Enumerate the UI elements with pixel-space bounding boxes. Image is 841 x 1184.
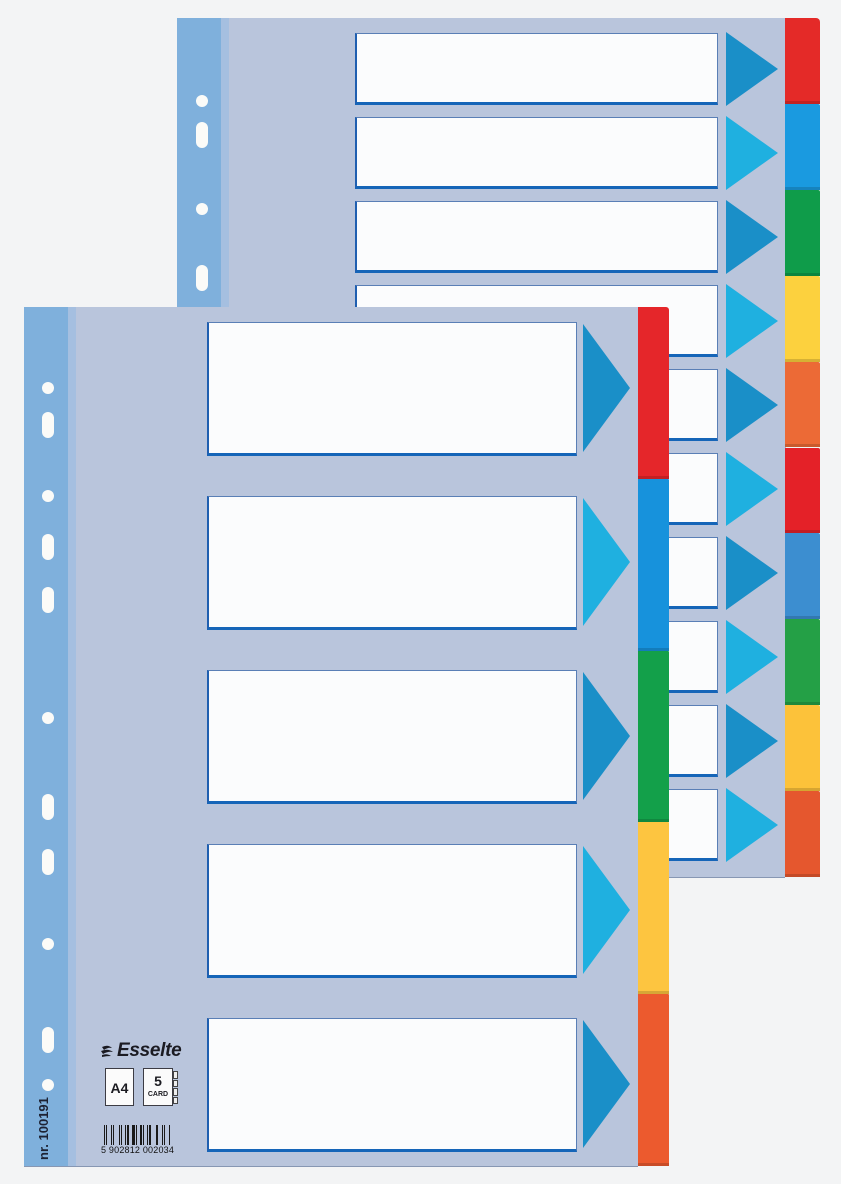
divider-tab-steel-blue[interactable] xyxy=(785,533,820,620)
divider-tab-blue[interactable] xyxy=(785,103,820,190)
punch-hole xyxy=(42,712,54,724)
punch-hole xyxy=(42,490,54,502)
arrow-icon xyxy=(726,536,778,610)
divider-tab-green[interactable] xyxy=(785,619,820,706)
punch-hole xyxy=(42,938,54,950)
divider-tab-orange[interactable] xyxy=(785,361,820,448)
divider-tab-red[interactable] xyxy=(785,18,820,104)
arrow-icon xyxy=(726,620,778,694)
barcode xyxy=(104,1125,171,1153)
barcode-bar xyxy=(132,1125,136,1153)
brand-name: Esselte xyxy=(117,1040,182,1061)
divider-tab-red[interactable] xyxy=(785,447,820,534)
barcode-bar xyxy=(136,1125,138,1153)
binding-strip xyxy=(24,307,68,1166)
arrow-icon xyxy=(583,324,630,452)
article-number: nr. 100191 xyxy=(36,1097,51,1160)
divider-tab-yellow[interactable] xyxy=(638,822,669,995)
format-label: A4 xyxy=(110,1080,129,1096)
tab-count-badge-tabs xyxy=(173,1071,178,1104)
barcode-bar xyxy=(157,1125,159,1153)
barcode-bar xyxy=(110,1125,112,1153)
barcode-bar xyxy=(127,1125,130,1153)
arrow-icon xyxy=(726,284,778,358)
arrow-icon xyxy=(726,368,778,442)
barcode-bar xyxy=(104,1125,105,1153)
barcode-bar xyxy=(162,1125,164,1153)
arrow-icon xyxy=(583,846,630,974)
punch-hole xyxy=(42,794,54,820)
front-divider-sheet xyxy=(24,307,638,1166)
label-box[interactable] xyxy=(207,1018,577,1152)
barcode-bar xyxy=(146,1125,148,1153)
divider-tab-orange[interactable] xyxy=(638,994,669,1166)
punch-hole xyxy=(196,265,208,291)
label-box[interactable] xyxy=(355,201,718,273)
punch-hole xyxy=(42,412,54,438)
arrow-icon xyxy=(726,32,778,106)
esselte-logo: Esselte xyxy=(100,1040,182,1062)
divider-tab-green[interactable] xyxy=(638,650,669,823)
punch-hole xyxy=(42,849,54,875)
barcode-bar xyxy=(155,1125,157,1153)
format-badge: A4 xyxy=(105,1068,134,1106)
divider-tab-green[interactable] xyxy=(785,189,820,276)
label-box[interactable] xyxy=(355,117,718,189)
barcode-number: 5 902812 002034 xyxy=(101,1145,175,1155)
punch-hole xyxy=(42,382,54,394)
arrow-icon xyxy=(726,200,778,274)
punch-hole xyxy=(42,1027,54,1053)
tab-count-badge: 5 CARD xyxy=(143,1068,173,1106)
arrow-icon xyxy=(726,116,778,190)
arrow-icon xyxy=(726,452,778,526)
punch-hole xyxy=(42,534,54,560)
arrow-icon xyxy=(726,788,778,862)
barcode-bar xyxy=(148,1125,151,1153)
arrow-icon xyxy=(583,672,630,800)
divider-tab-blue[interactable] xyxy=(638,478,669,651)
barcode-bar xyxy=(125,1125,127,1153)
label-box[interactable] xyxy=(207,844,577,978)
label-box[interactable] xyxy=(207,496,577,630)
label-box[interactable] xyxy=(207,670,577,804)
barcode-bar xyxy=(120,1125,123,1153)
barcode-bar xyxy=(169,1125,171,1153)
punch-hole xyxy=(42,1079,54,1091)
label-box[interactable] xyxy=(355,33,718,105)
punch-hole xyxy=(42,587,54,613)
binding-strip-edge xyxy=(68,307,76,1166)
barcode-bar xyxy=(139,1125,142,1153)
material-label: CARD xyxy=(147,1091,169,1098)
label-box[interactable] xyxy=(207,322,577,456)
barcode-bar xyxy=(105,1125,107,1153)
tab-count: 5 xyxy=(154,1073,162,1089)
arrow-icon xyxy=(726,704,778,778)
punch-hole xyxy=(196,122,208,148)
divider-tab-yellow[interactable] xyxy=(785,705,820,792)
esselte-logo-icon xyxy=(101,1045,113,1057)
punch-hole xyxy=(196,95,208,107)
arrow-icon xyxy=(583,498,630,626)
barcode-bar xyxy=(164,1125,166,1153)
barcode-bar xyxy=(118,1125,120,1153)
divider-tab-orange[interactable] xyxy=(785,791,820,877)
punch-hole xyxy=(196,203,208,215)
arrow-icon xyxy=(583,1020,630,1148)
divider-tab-yellow[interactable] xyxy=(785,275,820,362)
divider-tab-red[interactable] xyxy=(638,307,669,479)
barcode-bar xyxy=(142,1125,144,1153)
barcode-bar xyxy=(112,1125,114,1153)
